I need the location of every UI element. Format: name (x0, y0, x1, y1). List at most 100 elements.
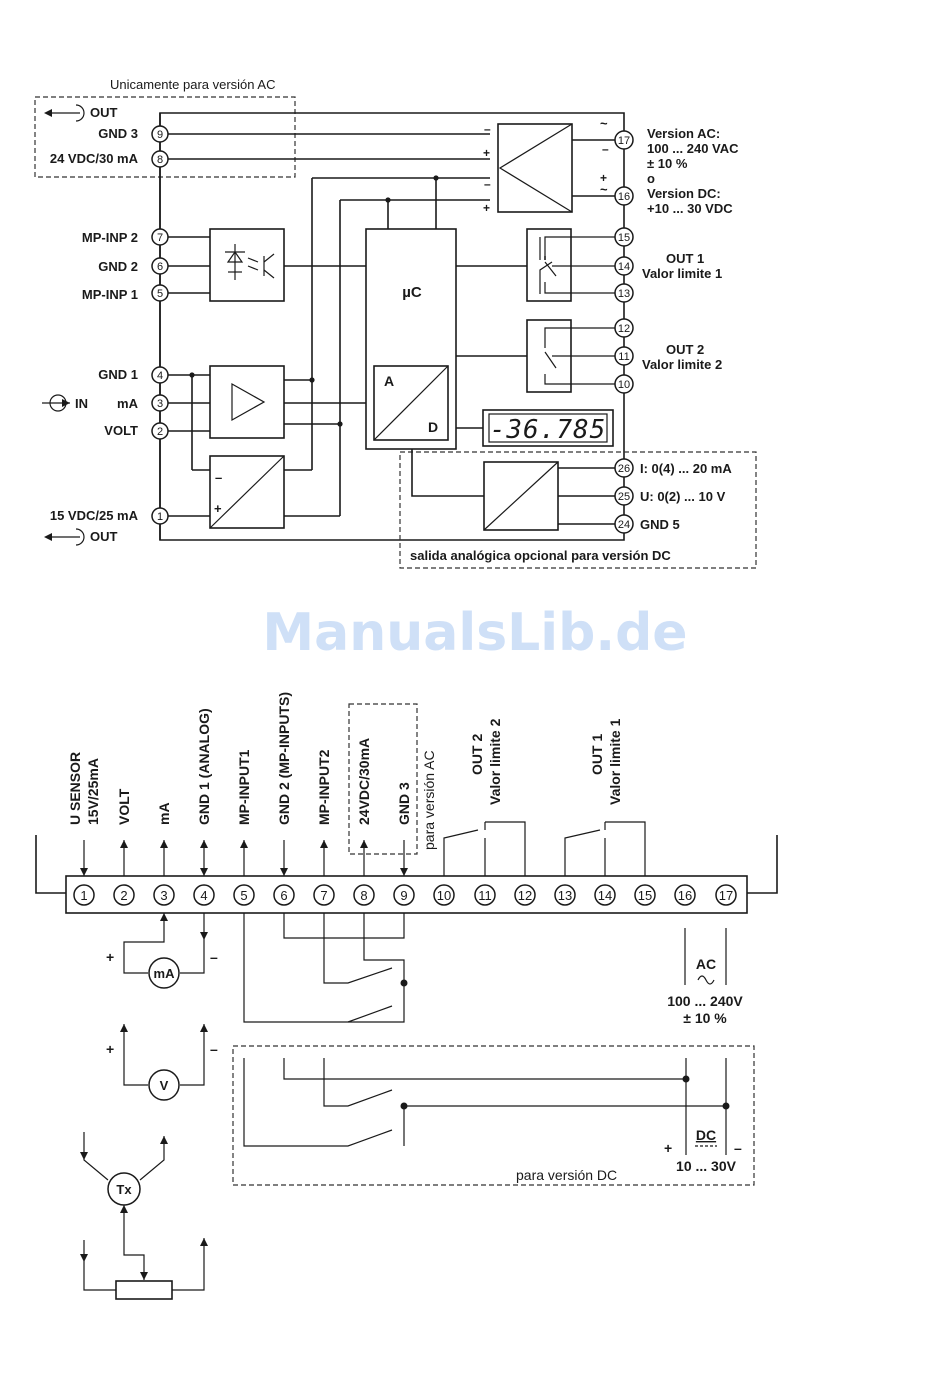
svg-text:3: 3 (160, 888, 167, 903)
ma-label: mA (117, 396, 139, 411)
out-arrow-icon (44, 104, 85, 122)
svg-text:+: + (106, 949, 114, 965)
power-supply-block (497, 123, 573, 213)
or-label: o (647, 171, 655, 186)
block-terminals-right: 17 16 15 14 13 12 11 10 26 25 24 (614, 130, 634, 534)
svg-text:2: 2 (157, 426, 163, 438)
an-u-label: U: 0(2) ... 10 V (640, 489, 726, 504)
gnd3-label: GND 3 (98, 126, 138, 141)
mp-inp2-label: MP-INP 2 (82, 230, 138, 245)
ac-only-terminals-region (348, 703, 418, 855)
svg-text:10 ... 30V: 10 ... 30V (676, 1158, 737, 1174)
ac-tilde-2: ~ (600, 182, 608, 197)
vac-tol-label: ± 10 % (647, 156, 688, 171)
svg-text:DC: DC (696, 1127, 716, 1143)
relay1-block (526, 228, 572, 302)
version-dc-label: Version DC: (647, 186, 721, 201)
svg-text:mA: mA (154, 966, 176, 981)
svg-text:16: 16 (678, 888, 692, 903)
ac-tilde-1: ~ (600, 116, 608, 131)
vdc15-label: 15 VDC/25 mA (50, 508, 139, 523)
svg-text:+: + (106, 1041, 114, 1057)
svg-text:MP-INPUT2: MP-INPUT2 (316, 749, 332, 825)
svg-text:15V/25mA: 15V/25mA (85, 758, 101, 825)
vdc24-label: 24 VDC/30 mA (50, 151, 139, 166)
dc-supply-wiring: + – DC 10 ... 30V para versión DC (243, 1058, 742, 1183)
svg-text:15: 15 (618, 232, 630, 244)
uc-label: µC (402, 284, 422, 301)
svg-text:–: – (210, 1041, 218, 1057)
mp-input-wiring (243, 913, 408, 1023)
svg-text:14: 14 (598, 888, 612, 903)
svg-text:14: 14 (618, 261, 630, 273)
svg-text:24VDC/30mA: 24VDC/30mA (356, 738, 372, 825)
svg-text:MP-INPUT1: MP-INPUT1 (236, 749, 252, 825)
transmitter-wiring: Tx (80, 1132, 208, 1300)
svg-text:12: 12 (618, 323, 630, 335)
svg-text:Tx: Tx (116, 1182, 132, 1197)
svg-text:2: 2 (120, 888, 127, 903)
svg-text:4: 4 (200, 888, 207, 903)
in-arrow-icon (42, 394, 70, 412)
display-value: -36.785 (490, 415, 607, 445)
ammeter-icon (148, 957, 180, 989)
svg-text:± 10 %: ± 10 % (683, 1010, 727, 1026)
svg-text:12: 12 (518, 888, 532, 903)
svg-text:5: 5 (240, 888, 247, 903)
svg-text:17: 17 (719, 888, 733, 903)
voltmeter-wiring: V + – (106, 1024, 218, 1101)
svg-text:11: 11 (618, 351, 629, 363)
svg-text:6: 6 (157, 261, 163, 273)
limit2-label: Valor limite 2 (642, 357, 722, 372)
svg-text:15: 15 (638, 888, 652, 903)
svg-text:6: 6 (280, 888, 287, 903)
svg-text:Valor limite 1: Valor limite 1 (607, 718, 623, 805)
out-bottom-arrow-icon (44, 528, 85, 546)
amplifier-block (209, 365, 285, 439)
analog-note: salida analógica opcional para versión D… (410, 548, 671, 563)
out-bottom-label: OUT (90, 529, 118, 544)
svg-text:+: + (664, 1140, 672, 1156)
adc-a-label: A (384, 373, 394, 389)
direction-arrows (80, 840, 408, 876)
dc-minus: – (215, 470, 222, 485)
svg-text:13: 13 (558, 888, 572, 903)
svg-text:26: 26 (618, 463, 630, 475)
ac-only-label: Unicamente para versión AC (110, 77, 275, 92)
svg-text:Valor limite 2: Valor limite 2 (487, 718, 503, 805)
svg-text:16: 16 (618, 191, 630, 203)
an-i-label: I: 0(4) ... 20 mA (640, 461, 732, 476)
out2-label: OUT 2 (666, 342, 704, 357)
svg-text:mA: mA (156, 802, 172, 825)
svg-text:100 ... 240V: 100 ... 240V (667, 993, 743, 1009)
svg-text:9: 9 (157, 129, 163, 141)
svg-text:–: – (734, 1140, 742, 1156)
svg-text:1: 1 (157, 511, 163, 523)
svg-text:U SENSOR: U SENSOR (67, 752, 83, 825)
column-labels: U SENSOR 15V/25mA VOLT mA GND 1 (ANALOG)… (67, 692, 623, 850)
ps-plus-2: + (483, 201, 490, 215)
amplifier-icon (231, 382, 266, 422)
svg-text:OUT 2: OUT 2 (469, 734, 485, 775)
svg-text:4: 4 (157, 370, 163, 382)
out-top-label: OUT (90, 105, 118, 120)
svg-text:VOLT: VOLT (116, 788, 132, 825)
svg-text:5: 5 (157, 288, 163, 300)
terminal-wiring: U SENSOR 15V/25mA VOLT mA GND 1 (ANALOG)… (35, 692, 778, 1300)
svg-text:GND 2 (MP-INPUTS): GND 2 (MP-INPUTS) (276, 692, 292, 825)
svg-text:–: – (210, 949, 218, 965)
ac-plus: + (600, 171, 607, 185)
ammeter-wiring: mA + – (106, 913, 218, 989)
svg-text:8: 8 (360, 888, 367, 903)
svg-text:7: 7 (320, 888, 327, 903)
ac-minus: – (602, 142, 609, 156)
limit1-label: Valor limite 1 (642, 266, 722, 281)
voltmeter-icon (148, 1069, 180, 1101)
optocoupler-block (209, 228, 285, 302)
svg-text:V: V (160, 1078, 169, 1093)
optocoupler-icon (225, 244, 275, 280)
gnd2-label: GND 2 (98, 259, 138, 274)
vac-range-label: 100 ... 240 VAC (647, 141, 739, 156)
svg-text:17: 17 (618, 135, 630, 147)
